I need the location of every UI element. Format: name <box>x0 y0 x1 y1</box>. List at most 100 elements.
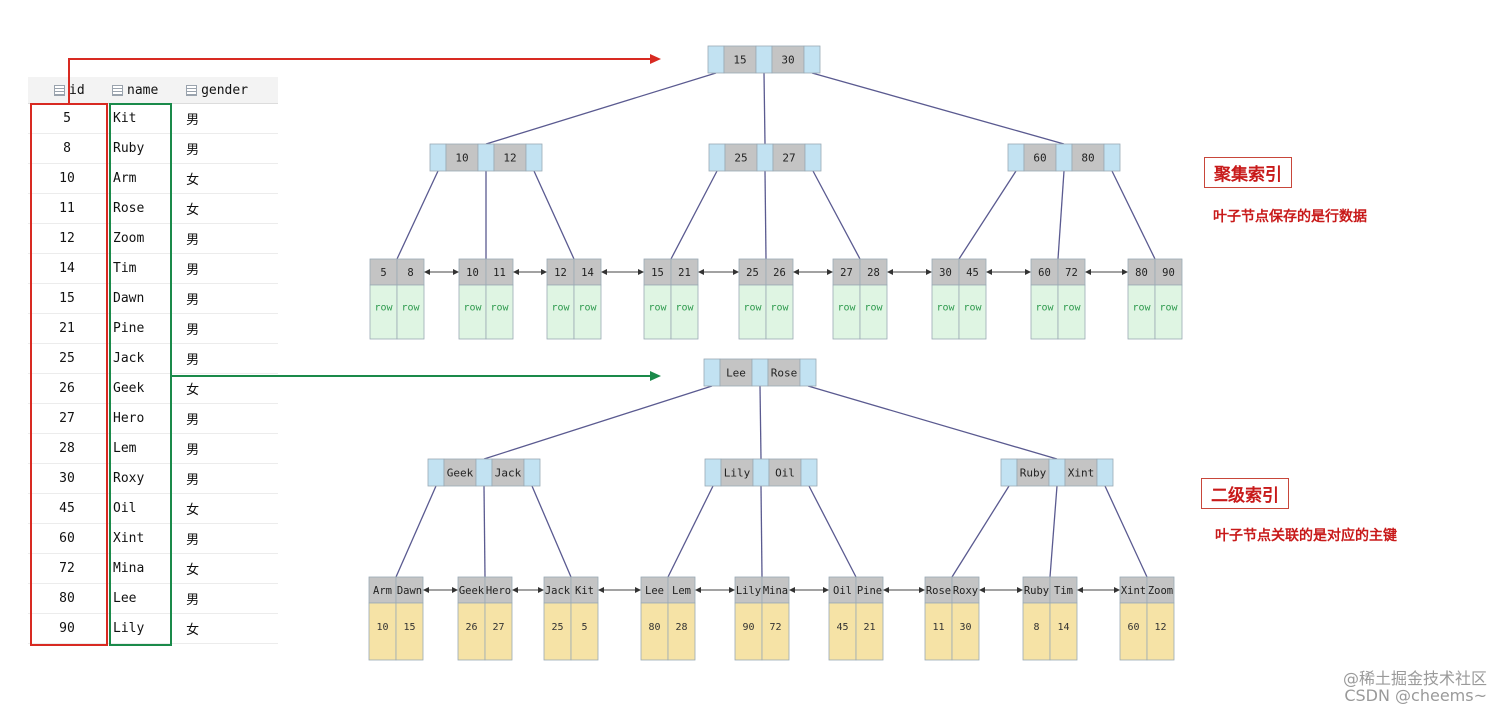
sibling-arrow-left <box>793 269 799 275</box>
leaf-value-cell <box>859 284 888 340</box>
leaf-key: 25 <box>746 267 759 279</box>
leaf-key: Oil <box>833 585 852 597</box>
leaf-value: row <box>401 303 420 314</box>
id-cell: 30 <box>28 463 106 494</box>
sibling-arrow-left <box>513 269 519 275</box>
node-key: Oil <box>775 467 795 480</box>
pointer-cell <box>804 143 822 172</box>
name-cell: Zoom <box>106 223 183 254</box>
node-key: 27 <box>782 152 795 165</box>
leaf-key-cell <box>1119 576 1148 604</box>
leaf-key-cell <box>667 576 696 604</box>
leaf-value-cell <box>1154 284 1183 340</box>
leaf-key: Zoom <box>1148 585 1173 597</box>
name-cell: Geek <box>106 373 183 404</box>
sibling-arrow-right <box>733 269 739 275</box>
leaf-value-cell <box>368 602 397 661</box>
leaf-value-cell <box>1057 284 1086 340</box>
leaf-key: 14 <box>581 267 594 279</box>
id-cell: 25 <box>28 343 106 374</box>
leaf-key: Mina <box>763 585 788 597</box>
sibling-arrow-left <box>883 587 889 593</box>
node-key: 12 <box>503 152 516 165</box>
column-header-2[interactable]: gender <box>182 77 278 104</box>
name-cell: Lem <box>106 433 183 464</box>
leaf-value: row <box>963 303 982 314</box>
column-header-0[interactable]: id <box>28 77 106 104</box>
leaf-key: Roxy <box>953 585 978 597</box>
pointer-cell <box>1007 143 1025 172</box>
leaf-key: 5 <box>380 267 386 279</box>
edge-internal-to-leaf <box>667 485 714 578</box>
name-cell: Jack <box>106 343 183 374</box>
edge-root-to-internal <box>807 385 1058 460</box>
leaf-value-cell <box>1030 284 1059 340</box>
id-cell: 72 <box>28 553 106 584</box>
gender-cell: 女 <box>182 163 278 194</box>
leaf-key: 80 <box>1135 267 1148 279</box>
node-key: 25 <box>734 152 747 165</box>
sibling-arrow-right <box>919 587 925 593</box>
leaf-value-cell <box>546 284 575 340</box>
leaf-key-cell <box>951 576 980 604</box>
gender-cell: 男 <box>182 313 278 344</box>
name-arrow-head <box>650 371 661 381</box>
edge-internal-to-leaf <box>951 485 1010 578</box>
node-key: Rose <box>771 367 798 380</box>
id-cell: 5 <box>28 103 106 134</box>
leaf-value-cell <box>485 284 514 340</box>
edge-root-to-internal <box>759 385 762 460</box>
leaf-key: Lily <box>736 585 761 597</box>
sibling-arrow-right <box>541 269 547 275</box>
gender-cell: 女 <box>182 193 278 224</box>
id-cell: 12 <box>28 223 106 254</box>
key-cell <box>724 143 758 172</box>
secondary_index-internal-node: Geek Jack <box>427 458 541 487</box>
leaf-key: Jack <box>545 585 571 597</box>
pointer-cell <box>799 358 817 387</box>
leaf-key-cell <box>828 576 857 604</box>
node-key: Geek <box>447 467 474 480</box>
leaf-key: 27 <box>840 267 853 279</box>
gender-cell: 男 <box>182 583 278 614</box>
node-key: Jack <box>495 467 522 480</box>
leaf-key-cell <box>761 576 790 604</box>
leaf-key: 8 <box>407 267 413 279</box>
leaf-value: 90 <box>742 622 754 633</box>
leaf-value: 45 <box>836 622 848 633</box>
sibling-arrow-right <box>638 269 644 275</box>
leaf-value: 27 <box>492 622 504 633</box>
sibling-arrow-right <box>827 269 833 275</box>
leaf-value: 14 <box>1057 622 1069 633</box>
leaf-key-cell <box>1146 576 1175 604</box>
edge-internal-to-leaf <box>533 170 575 260</box>
sibling-arrow-right <box>1017 587 1023 593</box>
gender-cell: 男 <box>182 343 278 374</box>
